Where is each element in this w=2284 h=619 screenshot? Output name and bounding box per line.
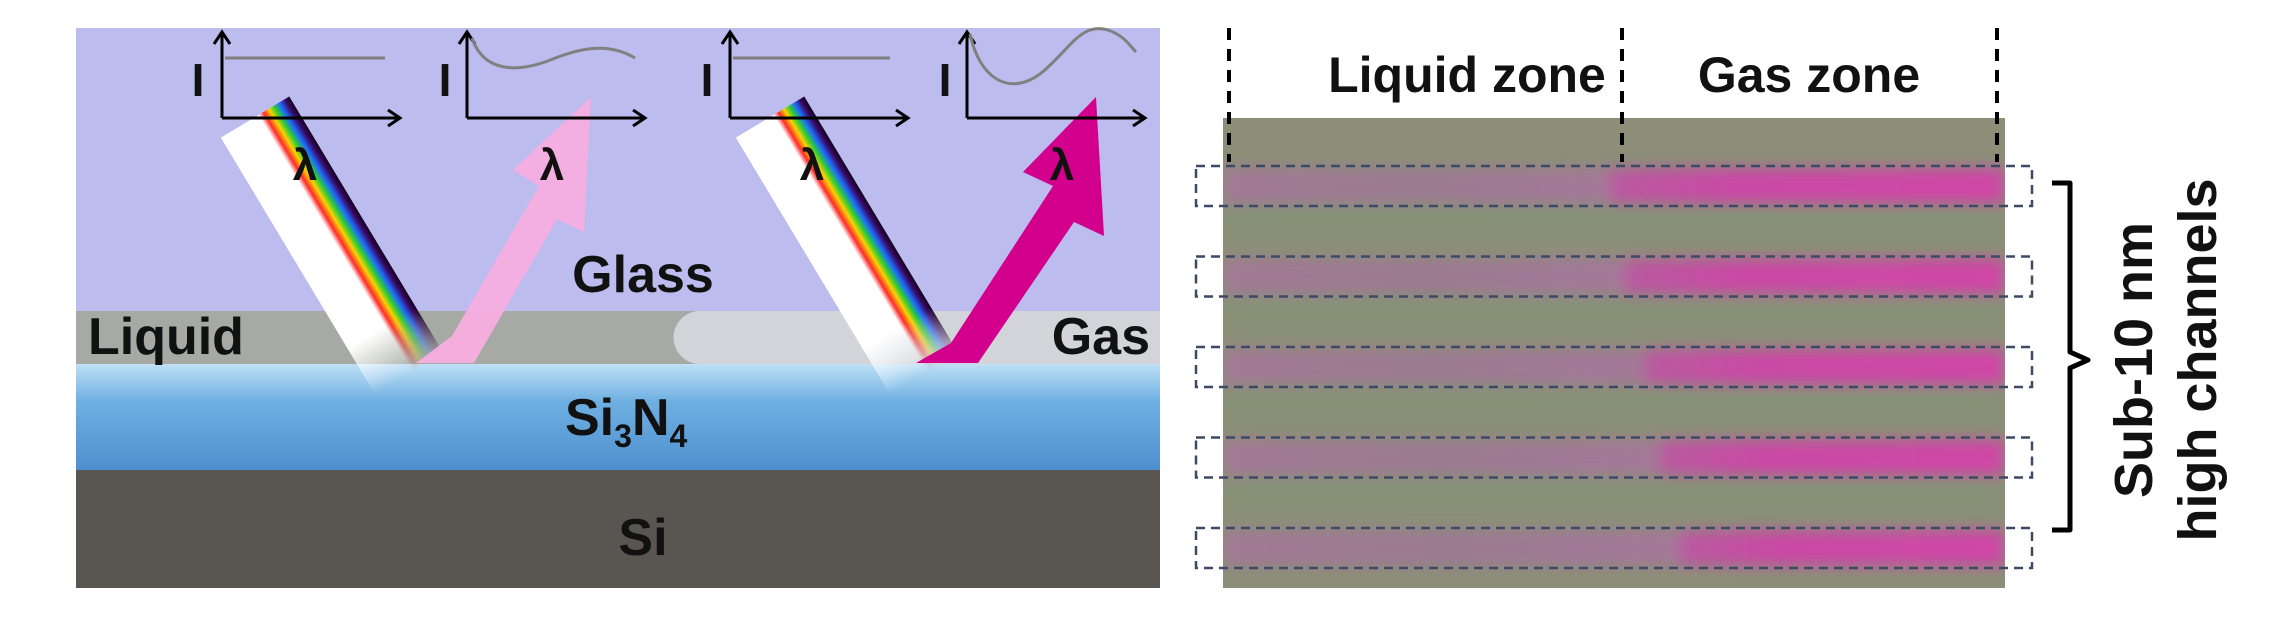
- right-panel: Liquid zone Gas zone Sub-10 nm high chan…: [1194, 28, 2228, 588]
- left-panel: I λ I λ I λ I λ Glass Liquid Gas Si3N4 S…: [76, 27, 1160, 588]
- channel-bands: [1223, 168, 2005, 566]
- inset-3-y-label: I: [701, 54, 714, 106]
- inset-2-y-label: I: [439, 54, 452, 106]
- inset-1-x-label: λ: [293, 141, 317, 190]
- inset-1-y-label: I: [192, 54, 205, 106]
- liquid-channel-band: [1223, 530, 1680, 566]
- spectrum-inset-4: I λ: [939, 27, 1148, 190]
- gas-channel-band: [1610, 168, 2005, 204]
- inset-2-x-label: λ: [540, 141, 564, 190]
- weak-modulated-curve: [470, 37, 636, 70]
- liquid-channel-band: [1223, 168, 1610, 204]
- spectrum-inset-3: I λ: [701, 29, 911, 190]
- bracket-label-line2: high channels: [2168, 178, 2228, 541]
- liquid-channel-band: [1223, 258, 1625, 295]
- inset-4-x-label: λ: [1050, 141, 1074, 190]
- reflected-arrow-liquid: [416, 97, 591, 363]
- gas-label: Gas: [1052, 308, 1150, 366]
- liquid-channel-band: [1223, 349, 1645, 385]
- bracket-label: Sub-10 nm high channels: [2104, 178, 2228, 541]
- spectrum-inset-2: I λ: [439, 29, 648, 190]
- si3n4-label: Si3N4: [565, 389, 688, 454]
- glass-label: Glass: [572, 246, 714, 304]
- channel-outline: [1194, 255, 2034, 298]
- strong-modulated-curve: [968, 27, 1138, 86]
- gas-channel-band: [1660, 439, 2005, 476]
- inset-3-x-label: λ: [800, 141, 824, 190]
- channel-outline: [1194, 345, 2034, 389]
- si-layer: [76, 470, 1160, 588]
- incident-beam-gas: [735, 96, 959, 395]
- inset-4-y-label: I: [939, 54, 952, 106]
- gas-channel-band: [1625, 258, 2005, 295]
- bracket-label-line1: Sub-10 nm: [2104, 222, 2164, 498]
- si-label: Si: [618, 509, 667, 567]
- channel-outline: [1194, 436, 2034, 479]
- gas-zone-label: Gas zone: [1698, 47, 1920, 103]
- spectrum-inset-1: I λ: [192, 29, 403, 190]
- channel-outlines: [1194, 164, 2034, 570]
- optical-image: [1223, 118, 2005, 588]
- channel-outline: [1194, 526, 2034, 570]
- liquid-zone-label: Liquid zone: [1328, 47, 1606, 103]
- liquid-channel-band: [1223, 439, 1660, 476]
- channel-outline: [1194, 164, 2034, 208]
- incident-beam-liquid: [220, 96, 444, 395]
- liquid-label: Liquid: [88, 308, 244, 366]
- gas-channel-band: [1680, 530, 2005, 566]
- si3n4-layer: [76, 364, 1160, 470]
- reflected-arrow-gas: [916, 97, 1104, 363]
- gas-channel-band: [1645, 349, 2005, 385]
- channels-bracket: [2052, 180, 2091, 533]
